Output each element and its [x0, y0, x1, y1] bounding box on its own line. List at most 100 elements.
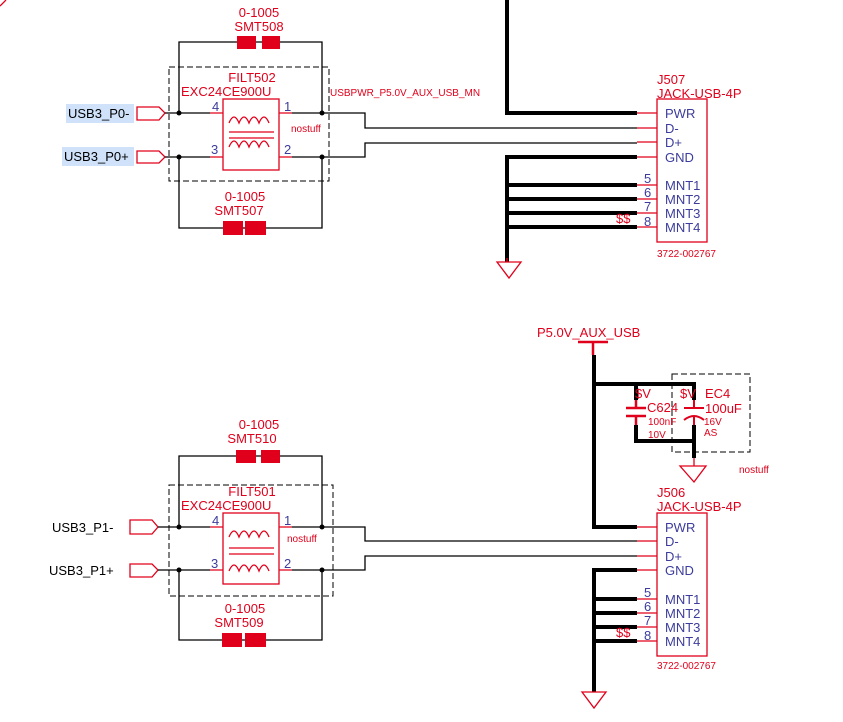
pin-mnt1: MNT1	[665, 592, 700, 607]
pin-mnt4: MNT4	[665, 634, 700, 649]
inductor-coil-icon	[228, 140, 270, 149]
nostuff-note: nostuff	[287, 534, 317, 545]
junction	[176, 524, 182, 530]
net-label-usb3-p1-minus[interactable]: USB3_P1-	[52, 520, 113, 535]
net-label-usb3-p1-plus[interactable]: USB3_P1+	[49, 563, 114, 578]
net-label-usb3-p0-minus[interactable]: USB3_P0-	[68, 106, 129, 121]
pin-d-minus: D-	[665, 121, 679, 136]
power-net-label: P5.0V_AUX_USB	[537, 325, 640, 340]
port-arrow-icon	[129, 563, 159, 578]
cap-gnd-wire	[634, 425, 696, 458]
jumper-pad	[236, 450, 256, 463]
power-port-icon	[578, 340, 608, 355]
wire-d-minus	[165, 112, 637, 129]
pin-d-plus: D+	[665, 549, 682, 564]
pin-number: 3	[211, 556, 218, 571]
nostuff-region	[168, 484, 334, 597]
ec4-nostuff-note: nostuff	[739, 465, 769, 476]
port-arrow-icon	[136, 150, 166, 164]
ground-icon	[678, 458, 708, 484]
polarized-capacitor-icon	[683, 400, 705, 425]
pin-gnd: GND	[665, 563, 694, 578]
smt509-value: 0-1005	[225, 601, 265, 616]
pin-number: 4	[212, 513, 219, 528]
pin-number: 4	[212, 99, 219, 114]
offscreen-fragment	[0, 0, 7, 7]
jumper-pad	[245, 633, 266, 647]
net-highlight	[66, 104, 134, 123]
pin-number: 1	[284, 513, 291, 528]
pin-number: 7	[644, 199, 651, 214]
usb-jack-body	[656, 512, 708, 657]
filt501-ref: FILT501	[228, 484, 275, 499]
smt507-value: 0-1005	[225, 189, 265, 204]
pwr-wire	[592, 355, 696, 529]
ground-icon	[580, 691, 608, 710]
pin-stubs	[637, 526, 657, 642]
pin-pwr: PWR	[665, 106, 695, 121]
port-arrow-icon	[129, 519, 159, 535]
inductor-coil-icon	[228, 564, 270, 573]
pin-number: 6	[644, 185, 651, 200]
pin-mnt2: MNT2	[665, 606, 700, 621]
pin-mnt1: MNT1	[665, 178, 700, 193]
pin-mnt2: MNT2	[665, 192, 700, 207]
pin-d-plus: D+	[665, 135, 682, 150]
j506-pn: 3722-002767	[657, 661, 716, 672]
smt508-ref: SMT508	[234, 19, 283, 34]
pin-gnd: GND	[665, 150, 694, 165]
capacitor-icon	[626, 400, 646, 425]
overlap-marker: $$	[616, 211, 631, 226]
c624-voltage: 10V	[648, 430, 666, 441]
c624-value: 100nF	[648, 417, 676, 428]
c624-mark: $V	[635, 386, 651, 401]
usb-port-1-block: 0-1005 SMT510 FILT501 EXC24CE900U 4 1 3 …	[49, 325, 769, 710]
junction	[319, 110, 325, 116]
jumper-pad	[223, 221, 243, 235]
core-lines	[229, 131, 274, 139]
pwr-wire	[505, 0, 637, 115]
pin-number: 7	[644, 613, 651, 628]
usb-jack-body	[656, 98, 708, 243]
net-highlight	[62, 147, 134, 166]
jumper-pad	[261, 450, 280, 463]
pin-number: 8	[644, 628, 651, 643]
smt507-ref: SMT507	[214, 203, 263, 218]
j507-ref: J507	[657, 72, 685, 87]
port-arrow-icon	[136, 106, 166, 121]
pin-number: 1	[284, 99, 291, 114]
wire-d-plus	[165, 142, 637, 158]
common-mode-choke	[222, 512, 280, 585]
ec4-value: 100uF	[705, 401, 742, 416]
jumper-pad	[245, 221, 266, 235]
wire-d-minus	[158, 526, 637, 542]
filt502-part: EXC24CE900U	[181, 84, 271, 99]
j506-part: JACK-USB-4P	[657, 499, 742, 514]
j506-ref: J506	[657, 485, 685, 500]
common-mode-choke	[222, 98, 280, 171]
pin-number: 8	[644, 214, 651, 229]
overlap-marker: $$	[616, 625, 631, 640]
smt509-ref: SMT509	[214, 615, 263, 630]
nostuff-note: nostuff	[291, 124, 321, 135]
net-label-usb3-p0-plus[interactable]: USB3_P0+	[64, 149, 129, 164]
pin-stubs	[637, 112, 657, 228]
inductor-coil-icon	[228, 116, 270, 125]
junction	[319, 524, 325, 530]
junction	[176, 110, 182, 116]
wire-d-plus	[158, 555, 637, 571]
gnd-wire	[505, 155, 637, 262]
pin-number: 5	[644, 171, 651, 186]
j507-pn: 3722-002767	[657, 249, 716, 260]
filt501-part: EXC24CE900U	[181, 498, 271, 513]
smt510-value: 0-1005	[239, 417, 279, 432]
jumper-pad	[262, 36, 280, 49]
pin-d-minus: D-	[665, 534, 679, 549]
ec4-mark: $V	[680, 386, 696, 401]
c624-ref: C624	[647, 400, 678, 415]
inductor-coil-icon	[228, 530, 270, 539]
pin-pwr: PWR	[665, 520, 695, 535]
nostuff-region	[168, 66, 330, 182]
core-lines	[229, 547, 274, 555]
pin-number: 5	[644, 585, 651, 600]
